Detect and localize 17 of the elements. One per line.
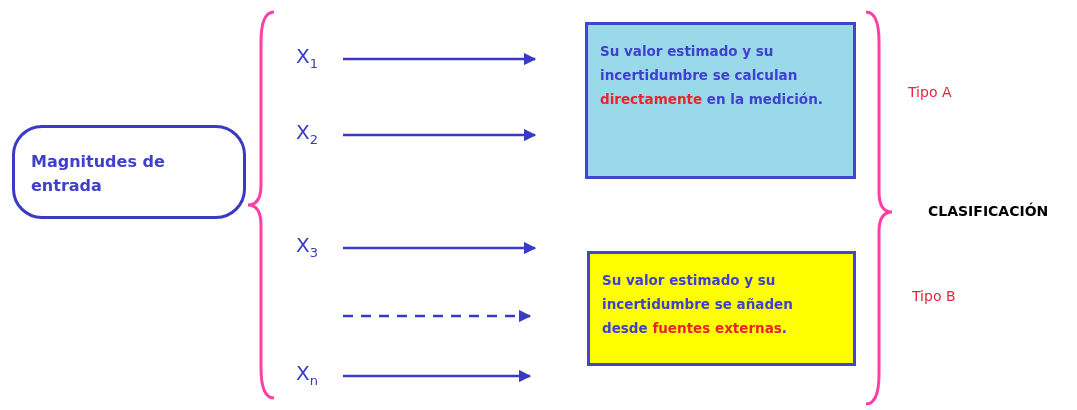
- node-text: X$_{n}$: [296, 361, 318, 385]
- node-text: X$_{2}$: [296, 120, 318, 144]
- category-label: Tipo A: [908, 84, 952, 100]
- heading-label: CLASIFICACIÓN: [928, 203, 1049, 219]
- node-text: Magnitudes de entrada: [31, 152, 165, 195]
- arrow: [343, 241, 537, 255]
- process-box: [587, 251, 856, 366]
- rounded-box: [12, 125, 246, 219]
- node-text: X$_{1}$: [296, 44, 318, 68]
- node-text: Su valor estimado y su incertidumbre se añaden desde fuentes externas.: [602, 272, 793, 336]
- node-text: Su valor estimado y su incertidumbre se calculan directamente en la medición.: [600, 43, 823, 107]
- node-text: X$_{3}$: [296, 233, 318, 257]
- arrow: [343, 369, 532, 383]
- arrow: [343, 52, 537, 66]
- arrow: [343, 128, 537, 142]
- process-box: [585, 22, 856, 179]
- category-label: Tipo B: [912, 288, 956, 304]
